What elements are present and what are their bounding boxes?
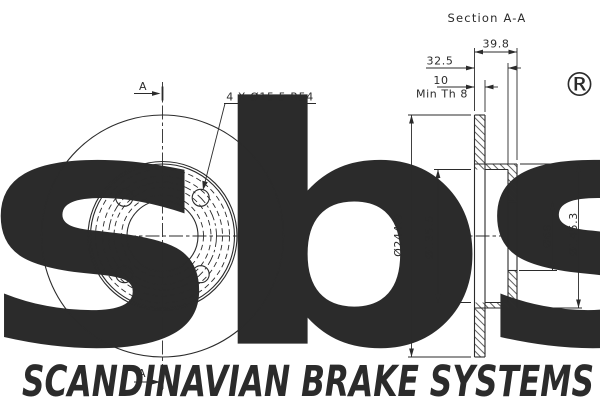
dim-disc-thickness-label: 10 bbox=[433, 74, 448, 87]
hat-inner-hidden-circle bbox=[95, 168, 230, 304]
spotface-outer-hidden-circle bbox=[102, 175, 223, 297]
section-marker-bottom: A bbox=[134, 367, 164, 389]
dim-hat-inner-diameter-label: Ø135.5 bbox=[423, 215, 436, 259]
bolt-hole bbox=[115, 265, 134, 284]
bolt-circle bbox=[108, 181, 217, 291]
disc-outer-circle bbox=[40, 114, 285, 358]
bolt-hole-callout: 4 X Ø15.5 R54 bbox=[202, 91, 316, 190]
bolt-hole bbox=[191, 188, 210, 207]
dim-outer-diameter: Ø244.9 bbox=[392, 114, 471, 358]
hat-step-circle bbox=[89, 163, 236, 309]
section-marker-bottom-label: A bbox=[138, 367, 146, 380]
section-marker-top-label: A bbox=[139, 80, 147, 93]
dim-total-width-label: 39.8 bbox=[483, 38, 510, 51]
front-view: A A 4 X Ø15.5 R54 bbox=[28, 80, 316, 390]
dim-hat-outer-diameter: Ø145.3 bbox=[520, 163, 582, 309]
bore-chamfer-hidden-circle bbox=[121, 194, 204, 278]
dim-center-bore-label: Ø68 bbox=[541, 224, 554, 248]
hat-outer-edge-circle bbox=[87, 160, 238, 312]
dim-center-bore: Ø68 bbox=[519, 201, 557, 271]
section-outline bbox=[473, 114, 518, 358]
dim-hat-inner-diameter: Ø135.5 bbox=[423, 169, 471, 303]
brand-watermark-text: SCANDINAVIAN BRAKE SYSTEMS bbox=[22, 357, 594, 400]
bolt-hole bbox=[115, 188, 134, 207]
bolt-holes bbox=[115, 188, 210, 284]
dim-hat-outer-diameter-label: Ø145.3 bbox=[567, 212, 580, 256]
dim-hat-depth-label: 32.5 bbox=[427, 55, 454, 68]
section-hatching bbox=[474, 115, 517, 357]
bolt-hole-callout-label: 4 X Ø15.5 R54 bbox=[226, 91, 314, 104]
section-marker-top: A bbox=[134, 80, 164, 101]
dim-total-width: 39.8 bbox=[474, 38, 518, 160]
spotface-inner-hidden-circle bbox=[113, 187, 212, 285]
dim-hat-depth: 32.5 bbox=[426, 55, 521, 164]
bolt-hole bbox=[191, 265, 210, 284]
dim-disc-thickness: 10 Min Th 8 bbox=[416, 74, 498, 112]
min-thickness-note: Min Th 8 bbox=[416, 88, 468, 101]
section-view: Section A-A bbox=[392, 11, 582, 358]
dim-outer-diameter-label: Ø244.9 bbox=[392, 213, 405, 257]
center-bore-circle bbox=[126, 199, 199, 273]
section-title: Section A-A bbox=[448, 11, 527, 25]
registered-trademark-icon: ® bbox=[563, 65, 596, 104]
